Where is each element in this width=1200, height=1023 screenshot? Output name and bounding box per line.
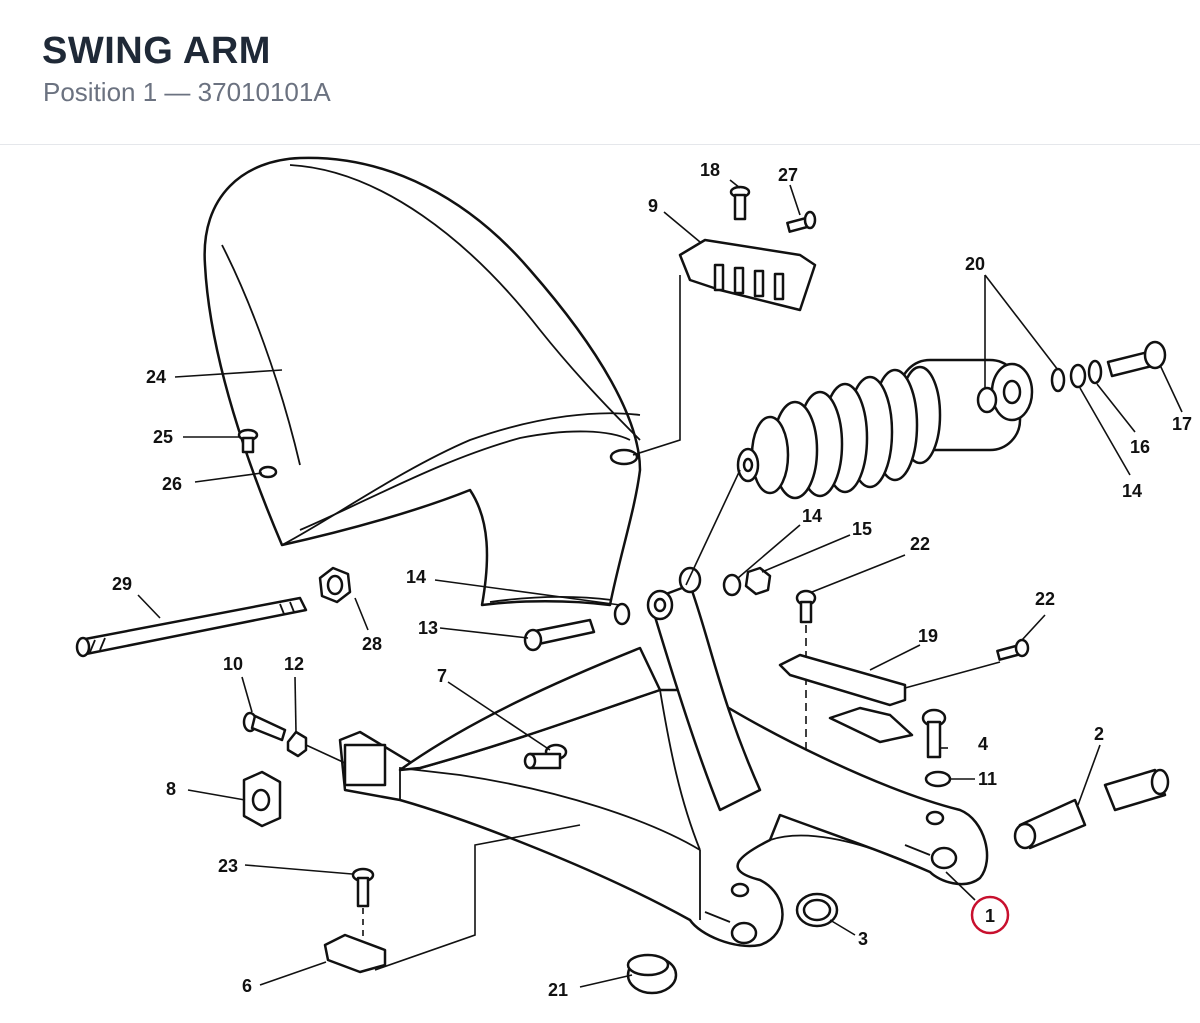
part-slider-screw-side[interactable] bbox=[996, 638, 1030, 661]
callout-22-upper: 22 bbox=[910, 534, 930, 554]
callout-10: 10 bbox=[223, 654, 243, 674]
callout-8: 8 bbox=[166, 779, 176, 799]
callout-23: 23 bbox=[218, 856, 238, 876]
part-mudguard-screw[interactable] bbox=[237, 428, 259, 454]
callout-2: 2 bbox=[1094, 724, 1104, 744]
part-number: 37010101A bbox=[197, 77, 331, 107]
callout-26: 26 bbox=[162, 474, 182, 494]
callout-24: 24 bbox=[146, 367, 166, 387]
part-shock-bushing[interactable] bbox=[976, 367, 1066, 414]
part-adjuster-bolt[interactable] bbox=[242, 711, 287, 742]
part-pivot-washer[interactable] bbox=[613, 602, 631, 626]
part-pivot-bolt[interactable] bbox=[523, 618, 596, 652]
position-label: Position 1 bbox=[43, 77, 158, 107]
part-adjuster-nut[interactable] bbox=[286, 730, 308, 758]
part-bushings[interactable] bbox=[1013, 768, 1170, 850]
callout-3: 3 bbox=[858, 929, 868, 949]
callout-18: 18 bbox=[700, 160, 720, 180]
diagram-header: SWING ARM Position 1 — 37010101A bbox=[0, 0, 1200, 145]
diagram-title: SWING ARM bbox=[42, 30, 271, 72]
highlight-ring bbox=[970, 895, 1010, 935]
part-axle[interactable] bbox=[75, 596, 308, 658]
axis-line-adjuster bbox=[305, 744, 346, 764]
part-shock-bolt[interactable] bbox=[1106, 340, 1167, 378]
part-chain-guard[interactable] bbox=[678, 238, 817, 312]
part-screw-18[interactable] bbox=[729, 185, 751, 221]
callout-9: 9 bbox=[648, 196, 658, 216]
part-chain-slider[interactable] bbox=[778, 653, 914, 744]
diagram-subtitle: Position 1 — 37010101A bbox=[43, 77, 331, 108]
callout-16: 16 bbox=[1130, 437, 1150, 457]
callout-1: 1 bbox=[985, 906, 995, 926]
part-clip-screw[interactable] bbox=[351, 867, 375, 908]
callout-22-side: 22 bbox=[1035, 589, 1055, 609]
part-washer-11[interactable] bbox=[924, 770, 952, 788]
callout-1-highlight[interactable]: 1 bbox=[970, 895, 1010, 935]
leader-line-clip-route bbox=[374, 824, 581, 971]
callout-labels: 18 27 9 20 17 16 14 24 25 26 29 28 14 13… bbox=[112, 160, 1192, 1000]
part-mudguard-washer[interactable] bbox=[258, 465, 278, 479]
part-rear-mudguard[interactable] bbox=[203, 156, 681, 607]
part-shock-mount-nut[interactable] bbox=[744, 566, 772, 596]
callout-11: 11 bbox=[978, 769, 997, 789]
callout-17: 17 bbox=[1172, 414, 1192, 434]
callout-25: 25 bbox=[153, 427, 173, 447]
callout-19: 19 bbox=[918, 626, 938, 646]
leader-line-1 bbox=[945, 871, 976, 901]
callout-29: 29 bbox=[112, 574, 132, 594]
part-adjuster-block[interactable] bbox=[242, 770, 282, 828]
callout-7: 7 bbox=[437, 666, 447, 686]
part-screw-27[interactable] bbox=[786, 210, 817, 233]
callout-14-shock: 14 bbox=[1122, 481, 1142, 501]
part-axle-nut[interactable] bbox=[318, 566, 352, 604]
callout-21: 21 bbox=[548, 980, 568, 1000]
part-end-cap[interactable] bbox=[626, 953, 678, 995]
part-shock-absorber[interactable] bbox=[736, 358, 1034, 500]
callout-20: 20 bbox=[965, 254, 985, 274]
part-shock-washer-16[interactable] bbox=[1087, 359, 1103, 385]
part-swing-arm[interactable] bbox=[338, 566, 989, 948]
callout-12: 12 bbox=[284, 654, 304, 674]
callout-14-mount: 14 bbox=[802, 506, 822, 526]
part-slider-screw-upper[interactable] bbox=[795, 589, 817, 624]
subtitle-separator: — bbox=[164, 77, 191, 107]
part-bearing-ring[interactable] bbox=[795, 892, 839, 928]
part-pin-7[interactable] bbox=[523, 743, 568, 770]
callout-4: 4 bbox=[978, 734, 988, 754]
callout-13: 13 bbox=[418, 618, 438, 638]
part-shock-washer-14[interactable] bbox=[1069, 363, 1087, 389]
part-cable-clip[interactable] bbox=[323, 933, 387, 974]
leader-lines bbox=[137, 179, 1183, 988]
part-screw-4[interactable] bbox=[921, 708, 947, 759]
callout-14-pivot: 14 bbox=[406, 567, 426, 587]
part-shock-mount-washer[interactable] bbox=[722, 573, 742, 597]
callout-15: 15 bbox=[852, 519, 872, 539]
callout-27: 27 bbox=[778, 165, 798, 185]
callout-6: 6 bbox=[242, 976, 252, 996]
callout-28: 28 bbox=[362, 634, 382, 654]
